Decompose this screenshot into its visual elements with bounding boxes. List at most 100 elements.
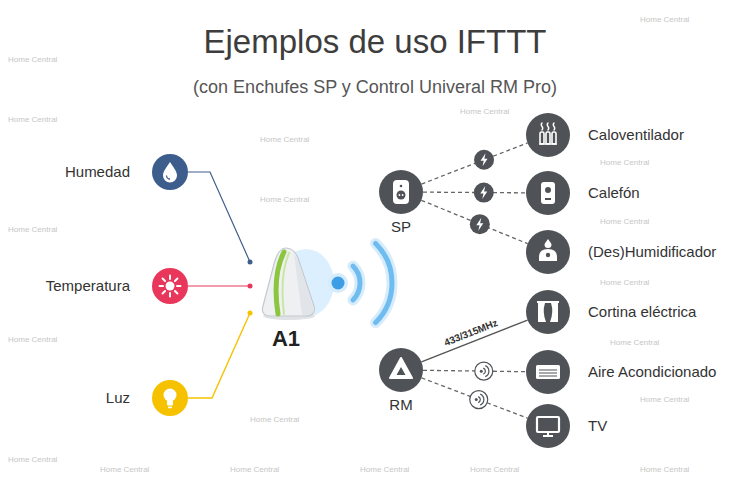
humidifier-icon xyxy=(545,239,552,248)
appliance-circle: (Des)Humidificador xyxy=(526,230,570,274)
node-shape xyxy=(526,404,570,448)
power-icon xyxy=(470,214,490,234)
edge-group xyxy=(421,200,527,243)
icon-circle xyxy=(152,154,188,190)
icon-glyph xyxy=(393,180,409,204)
node-shape xyxy=(379,348,423,392)
bulb-icon xyxy=(168,407,172,409)
curtain-icon xyxy=(550,303,558,322)
tv-icon xyxy=(537,417,559,432)
icon-circle xyxy=(152,380,188,416)
edge-group xyxy=(188,172,253,265)
bulb-icon xyxy=(164,389,177,402)
node-label-text: SP xyxy=(391,218,411,236)
tv-stand xyxy=(543,435,553,437)
node-label: Temperatura xyxy=(46,277,130,295)
watermark: Home Central xyxy=(640,15,689,25)
power-icon xyxy=(474,183,494,203)
socket-icon xyxy=(400,185,403,188)
wifi-dot xyxy=(332,277,345,290)
power-icon xyxy=(470,214,490,234)
hub-device: A1 xyxy=(250,242,322,322)
ir-signal-icon xyxy=(470,391,488,409)
controller-circle: SP xyxy=(379,170,423,214)
appliance-circle: Aire Acondicionado xyxy=(526,350,570,394)
ir-signal-icon xyxy=(483,368,485,374)
humidifier-icon xyxy=(539,249,557,261)
a1-device xyxy=(262,248,314,316)
watermark: Home Central xyxy=(640,395,689,405)
ir-signal-icon xyxy=(480,370,483,373)
icon-circle xyxy=(379,170,423,214)
node-label: Humedad xyxy=(65,163,130,181)
node-label: Aire Acondicionado xyxy=(588,363,716,381)
boiler-icon xyxy=(541,182,555,204)
connector xyxy=(188,172,250,262)
connector xyxy=(422,378,528,418)
node-label: RM xyxy=(389,396,412,414)
controller-circle: RM xyxy=(379,348,423,392)
heater-bar xyxy=(540,132,544,144)
node-label: SP xyxy=(391,218,411,236)
watermark: Home Central xyxy=(470,465,519,475)
socket-icon xyxy=(399,194,401,196)
appliance-circle: TV xyxy=(526,404,570,448)
edge-group xyxy=(423,362,526,380)
watermark: Home Central xyxy=(8,335,57,345)
icon-circle xyxy=(526,230,570,274)
appliance-circle: Calefón xyxy=(526,171,570,215)
node-label-text: Luz xyxy=(106,389,130,407)
watermark: Home Central xyxy=(250,415,299,425)
sun-ray xyxy=(175,291,177,293)
node-shape xyxy=(526,230,570,274)
curtain-icon xyxy=(538,303,546,322)
node-label: Calefón xyxy=(588,184,640,202)
wifi-wave xyxy=(376,243,392,322)
watermark: Home Central xyxy=(260,135,309,145)
boiler-icon xyxy=(545,187,551,193)
sensor-circle: Humedad xyxy=(152,154,188,190)
a1-stripe xyxy=(283,253,289,314)
node-shape xyxy=(526,113,570,157)
node-label-text: Cortina eléctrica xyxy=(588,303,696,321)
boiler-icon xyxy=(545,198,551,200)
wifi-dot-glow xyxy=(328,273,348,293)
icon-glyph xyxy=(160,276,181,297)
ir-signal-icon xyxy=(475,362,493,380)
icon-glyph xyxy=(539,239,557,261)
edge-group xyxy=(188,311,253,399)
sun-ray xyxy=(177,285,181,287)
heat-wave xyxy=(553,123,555,130)
node-label-text: Caloventilador xyxy=(588,126,684,144)
connector xyxy=(188,285,250,286)
watermark: Home Central xyxy=(8,115,57,125)
sun-ray xyxy=(175,279,177,281)
heater-bar xyxy=(552,132,556,144)
heater-base xyxy=(539,143,557,145)
icon-circle xyxy=(526,404,570,448)
icon-glyph xyxy=(536,365,560,379)
watermark: Home Central xyxy=(100,465,149,475)
socket-icon xyxy=(397,191,406,200)
watermark: Home Central xyxy=(610,338,659,348)
connector xyxy=(188,313,250,398)
ir-signal-icon xyxy=(478,397,480,403)
sun-icon xyxy=(166,282,175,291)
power-icon xyxy=(480,186,487,199)
edge-group xyxy=(422,378,528,418)
watermark: Home Central xyxy=(600,217,649,227)
rm-logo xyxy=(397,367,406,375)
watermark: Home Central xyxy=(460,107,509,117)
node-label-text: TV xyxy=(588,417,607,435)
watermark: Home Central xyxy=(8,225,57,235)
a1-device xyxy=(294,254,314,315)
appliance-circle: Cortina eléctrica xyxy=(526,290,570,334)
socket-icon xyxy=(393,180,409,204)
watermark: Home Central xyxy=(640,465,689,475)
icon-circle xyxy=(526,350,570,394)
ir-signal-icon xyxy=(475,398,478,401)
diagram-title: Ejemplos de uso IFTTT xyxy=(0,22,750,62)
subtitle: (con Enchufes SP y Control Univeral RM P… xyxy=(0,76,750,98)
wifi-wave xyxy=(353,266,360,300)
